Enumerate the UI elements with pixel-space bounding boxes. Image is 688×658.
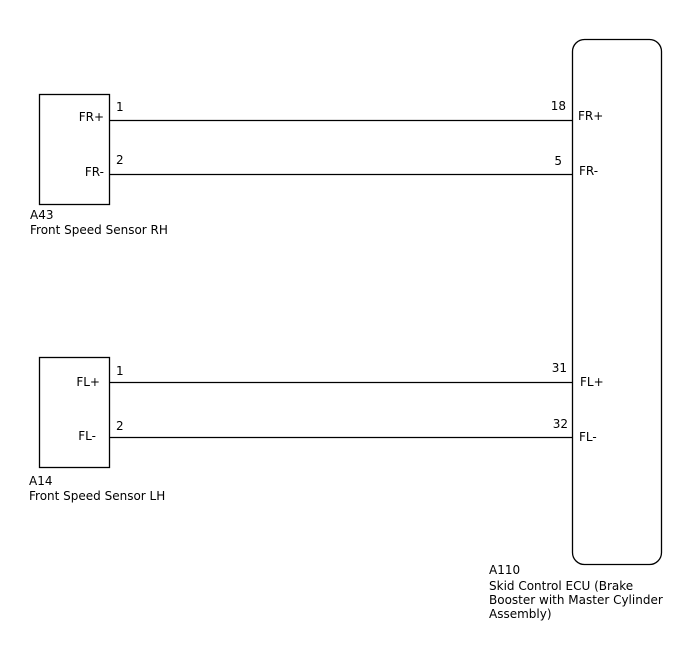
a110-pin-5: 5 [554, 154, 562, 168]
a14-pin-1: 1 [116, 364, 124, 378]
a14-component-name: Front Speed Sensor LH [29, 489, 166, 503]
a14-connector-code: A14 [29, 474, 53, 488]
connector-a14-box [38, 356, 111, 469]
a110-signal-fl-minus: FL- [579, 430, 597, 444]
a43-signal-fr-plus: FR+ [78, 110, 104, 124]
a110-component-name-line2: Booster with Master Cylinder [489, 593, 663, 607]
a110-pin-31: 31 [551, 361, 567, 375]
a110-signal-fr-plus: FR+ [578, 109, 604, 123]
a43-pin-2: 2 [116, 153, 124, 167]
a110-pin-32: 32 [552, 417, 568, 431]
a43-signal-fr-minus: FR- [84, 165, 104, 179]
a14-signal-fl-plus: FL+ [76, 375, 100, 389]
a14-signal-fl-minus: FL- [78, 429, 96, 443]
a110-signal-fr-minus: FR- [579, 164, 599, 178]
a43-pin-1: 1 [116, 100, 124, 114]
a110-component-name-line1: Skid Control ECU (Brake [489, 579, 634, 593]
a43-connector-code: A43 [30, 208, 54, 222]
a43-component-name: Front Speed Sensor RH [30, 223, 168, 237]
connector-a43-box [38, 93, 111, 206]
a110-connector-code: A110 [489, 563, 521, 577]
a14-pin-2: 2 [116, 419, 124, 433]
a110-component-name-line3: Assembly) [489, 607, 552, 621]
connector-a110-box [571, 38, 663, 566]
a110-signal-fl-plus: FL+ [580, 375, 604, 389]
a110-pin-18: 18 [550, 99, 566, 113]
